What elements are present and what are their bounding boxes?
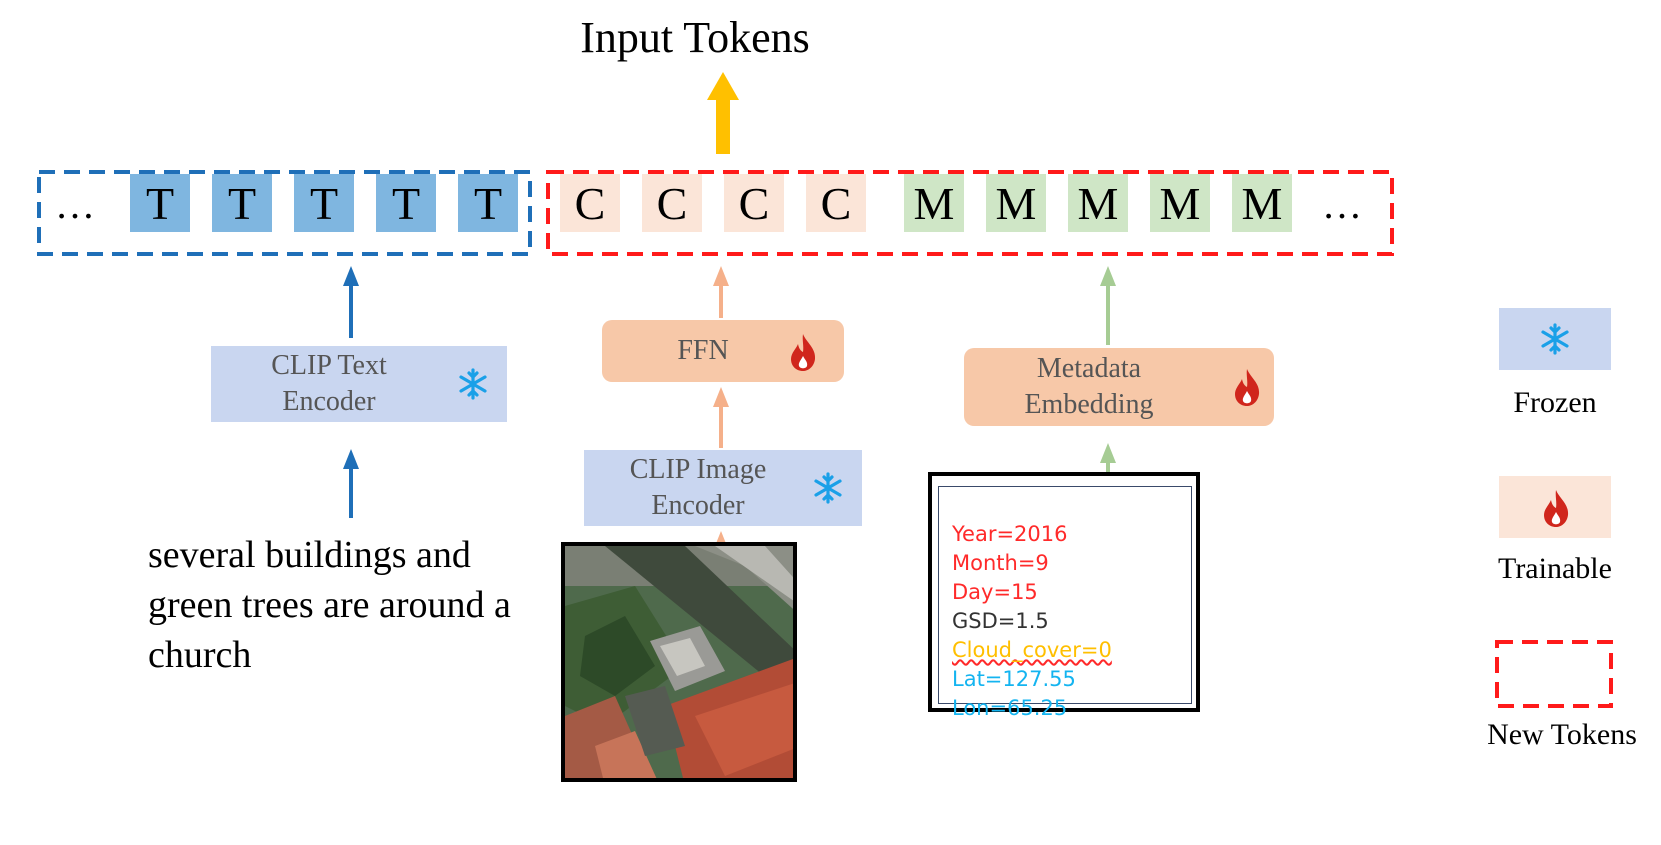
- flame-icon: [791, 334, 816, 371]
- text-token: T: [130, 174, 190, 232]
- metadata-embedding-box: Metadata Embedding: [964, 348, 1274, 426]
- output-arrow: [707, 72, 739, 154]
- legend-frozen-label: Frozen: [1513, 386, 1597, 419]
- metadata-year: Year=2016: [952, 522, 1068, 546]
- caption-to-text-encoder-arrow: [343, 449, 359, 518]
- metadata-embedding-label: Metadata Embedding: [1024, 353, 1154, 420]
- clip-image-encoder-box: CLIP Image Encoder: [584, 450, 862, 526]
- snowflake-icon: [814, 472, 842, 504]
- context-token: C: [724, 174, 784, 232]
- ffn-label: FFN: [677, 335, 729, 366]
- snowflake-icon: [459, 368, 487, 400]
- text-token: T: [458, 174, 518, 232]
- legend-new-tokens-swatch: [1495, 640, 1613, 708]
- legend-frozen-swatch: [1499, 308, 1611, 370]
- metadata-token: M: [1232, 174, 1292, 232]
- flame-icon: [1235, 369, 1260, 406]
- caption-text: several buildings and green trees are ar…: [148, 534, 511, 676]
- context-token: C: [560, 174, 620, 232]
- flame-icon: [1544, 490, 1569, 527]
- text-token: T: [212, 174, 272, 232]
- metadata-token: M: [986, 174, 1046, 232]
- context-token: C: [642, 174, 702, 232]
- aerial-image: [561, 542, 797, 782]
- metadata-card: [928, 472, 1200, 712]
- input-tokens-title: Input Tokens: [580, 13, 810, 62]
- frozen-tokens-frame: [37, 170, 532, 256]
- new-tokens-frame: [546, 170, 1394, 256]
- ffn-box: FFN: [602, 320, 844, 382]
- legend-new-tokens-label: New Tokens: [1487, 718, 1637, 751]
- metadata-token: M: [1068, 174, 1128, 232]
- metadata-token: M: [904, 174, 964, 232]
- legend-trainable-swatch: [1499, 476, 1611, 538]
- metadata-lat: Lat=127.55: [952, 667, 1076, 691]
- metadata-day: Day=15: [952, 580, 1038, 604]
- ffn-to-tokens-arrow: [713, 266, 729, 318]
- metadata-month: Month=9: [952, 551, 1049, 575]
- text-encoder-output-arrow: [343, 266, 359, 338]
- metadata-cloud-cover: Cloud_cover=0: [952, 638, 1112, 662]
- metadata-card-inner: [938, 486, 1192, 704]
- legend-trainable-label: Trainable: [1498, 552, 1612, 585]
- snowflake-icon: [1541, 323, 1569, 355]
- text-token: T: [294, 174, 354, 232]
- metadata-token: M: [1150, 174, 1210, 232]
- text-token: T: [376, 174, 436, 232]
- metadata-lon: Lon=65.25: [952, 696, 1068, 720]
- metadata-gsd: GSD=1.5: [952, 609, 1049, 633]
- leading-ellipsis: …: [55, 182, 95, 227]
- trailing-ellipsis: …: [1322, 182, 1362, 227]
- clip-image-encoder-label: CLIP Image Encoder: [629, 454, 767, 521]
- metadata-embedding-to-tokens-arrow: [1100, 266, 1116, 345]
- clip-text-encoder-label: CLIP Text Encoder: [271, 350, 387, 417]
- clip-text-encoder-box: CLIP Text Encoder: [211, 346, 507, 422]
- image-encoder-to-ffn-arrow: [713, 387, 729, 448]
- aerial-image-drawing: [565, 546, 793, 778]
- context-token: C: [806, 174, 866, 232]
